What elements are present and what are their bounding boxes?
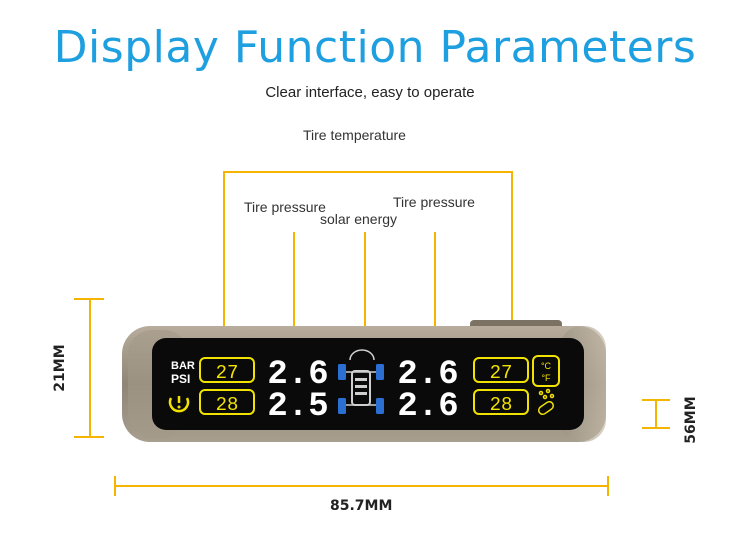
label-tire-pressure-left: Tire pressure [244,199,326,215]
tire-rear-right-icon [376,398,384,414]
page-subtitle: Clear interface, easy to operate [265,84,475,101]
unit-bar: BAR [171,360,195,372]
temp-front-left: 27 [216,362,239,384]
temp-boxes [199,355,560,415]
unit-toggle-icon [537,388,555,416]
dimension-width: 85.7MM [330,498,393,514]
tire-front-left-icon [338,364,346,380]
solar-sun-icon [349,349,375,361]
tire-front-right-icon [376,364,384,380]
pressure-rear-left: 2.5 [267,388,328,426]
dimension-lines [74,298,670,496]
pressure-rear-right: 2.6 [397,388,458,426]
tpms-warning-icon [168,396,190,413]
dimension-depth: 56MM [683,396,699,444]
unit-fahrenheit: °F [541,373,551,383]
temp-front-right: 27 [490,362,513,384]
tire-rear-left-icon [338,398,346,414]
car-diagram-icon [338,349,384,414]
lcd-values: BAR PSI 27 28 27 28 2.6 2.5 2.6 2.6 °C °… [171,356,552,426]
pressure-front-right: 2.6 [397,356,458,394]
pressure-front-left: 2.6 [267,356,328,394]
label-tire-pressure-right: Tire pressure [393,194,475,210]
label-tire-temperature: Tire temperature [303,127,406,143]
temp-rear-right: 28 [490,394,513,416]
tire-temperature-leader [223,171,513,345]
lcd-screen [152,338,584,430]
label-solar-energy: solar energy [320,211,398,227]
temp-rear-left: 28 [216,394,239,416]
unit-celsius: °C [541,361,552,371]
page-title: Display Function Parameters [53,22,697,73]
unit-psi: PSI [171,372,190,386]
dimension-height: 21MM [52,344,68,392]
